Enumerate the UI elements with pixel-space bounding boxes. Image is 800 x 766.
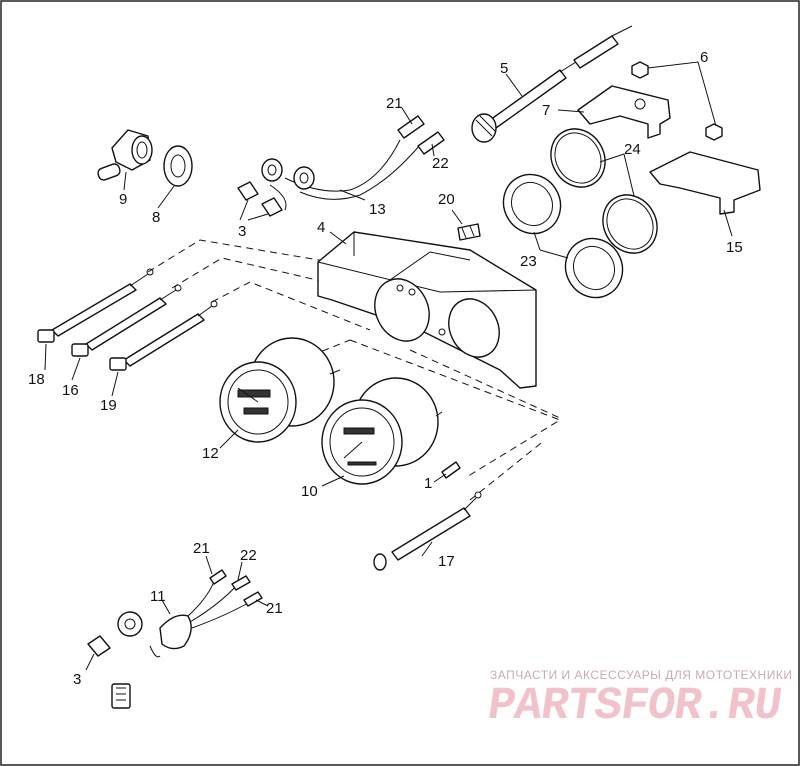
part-9-drive-adapter bbox=[97, 129, 153, 181]
part-20-clip bbox=[457, 223, 481, 241]
callout-6: 6 bbox=[700, 49, 708, 66]
part-13-lamp-harness bbox=[237, 115, 445, 217]
callout-9: 9 bbox=[119, 191, 127, 208]
callout-4: 4 bbox=[317, 219, 325, 236]
callout-15: 15 bbox=[726, 239, 743, 256]
part-10-gauge bbox=[321, 377, 443, 485]
callout-21-lower-a: 21 bbox=[193, 540, 210, 557]
callout-16: 16 bbox=[62, 382, 79, 399]
part-8-washer bbox=[163, 145, 193, 187]
callout-24: 24 bbox=[624, 141, 641, 158]
callout-19: 19 bbox=[100, 397, 117, 414]
callout-11: 11 bbox=[150, 588, 166, 605]
callout-18: 18 bbox=[28, 371, 45, 388]
leader-lines bbox=[44, 73, 733, 671]
callout-1: 1 bbox=[424, 475, 432, 492]
callout-12: 12 bbox=[202, 445, 219, 462]
watermark-tagline: ЗАПЧАСТИ И АКСЕССУАРЫ ДЛЯ МОТОТЕХНИКИ bbox=[490, 668, 793, 682]
part-4-instrument-housing bbox=[317, 231, 537, 389]
part-7-bracket bbox=[577, 85, 671, 139]
part-15-bracket bbox=[649, 151, 761, 215]
callout-3-lower: 3 bbox=[73, 671, 81, 688]
callout-7: 7 bbox=[542, 102, 550, 119]
callout-23: 23 bbox=[520, 253, 537, 270]
callout-5: 5 bbox=[500, 60, 508, 77]
callout-13: 13 bbox=[369, 201, 386, 218]
part-16-indicator-lamp bbox=[71, 284, 182, 357]
callout-21-upper: 21 bbox=[386, 95, 403, 112]
callout-3-upper: 3 bbox=[238, 223, 246, 240]
assembly-guide-lines bbox=[147, 239, 562, 501]
part-17-cable bbox=[373, 491, 482, 571]
part-24-trim-rings bbox=[550, 128, 658, 254]
part-1-screw bbox=[441, 461, 461, 479]
callout-10: 10 bbox=[301, 483, 318, 500]
callout-8: 8 bbox=[152, 209, 160, 226]
callout-20: 20 bbox=[438, 191, 455, 208]
callout-22-upper: 22 bbox=[432, 155, 449, 172]
callout-17: 17 bbox=[438, 553, 455, 570]
part-19-indicator-lamp bbox=[109, 300, 218, 371]
watermark-logo: PARTSFOR.RU bbox=[484, 680, 785, 732]
part-5-speedo-cable bbox=[471, 25, 633, 143]
part-18-indicator-lamp bbox=[37, 268, 154, 343]
part-11-lamp-harness bbox=[87, 569, 263, 709]
callout-21-lower-b: 21 bbox=[266, 600, 283, 617]
callout-22-lower: 22 bbox=[240, 547, 257, 564]
part-6-nuts bbox=[631, 61, 723, 141]
part-23-bezels bbox=[502, 173, 624, 299]
part-12-gauge bbox=[219, 337, 341, 443]
callout-labels: 9 8 3 4 13 21 22 20 5 7 6 24 23 15 18 16… bbox=[28, 49, 743, 688]
